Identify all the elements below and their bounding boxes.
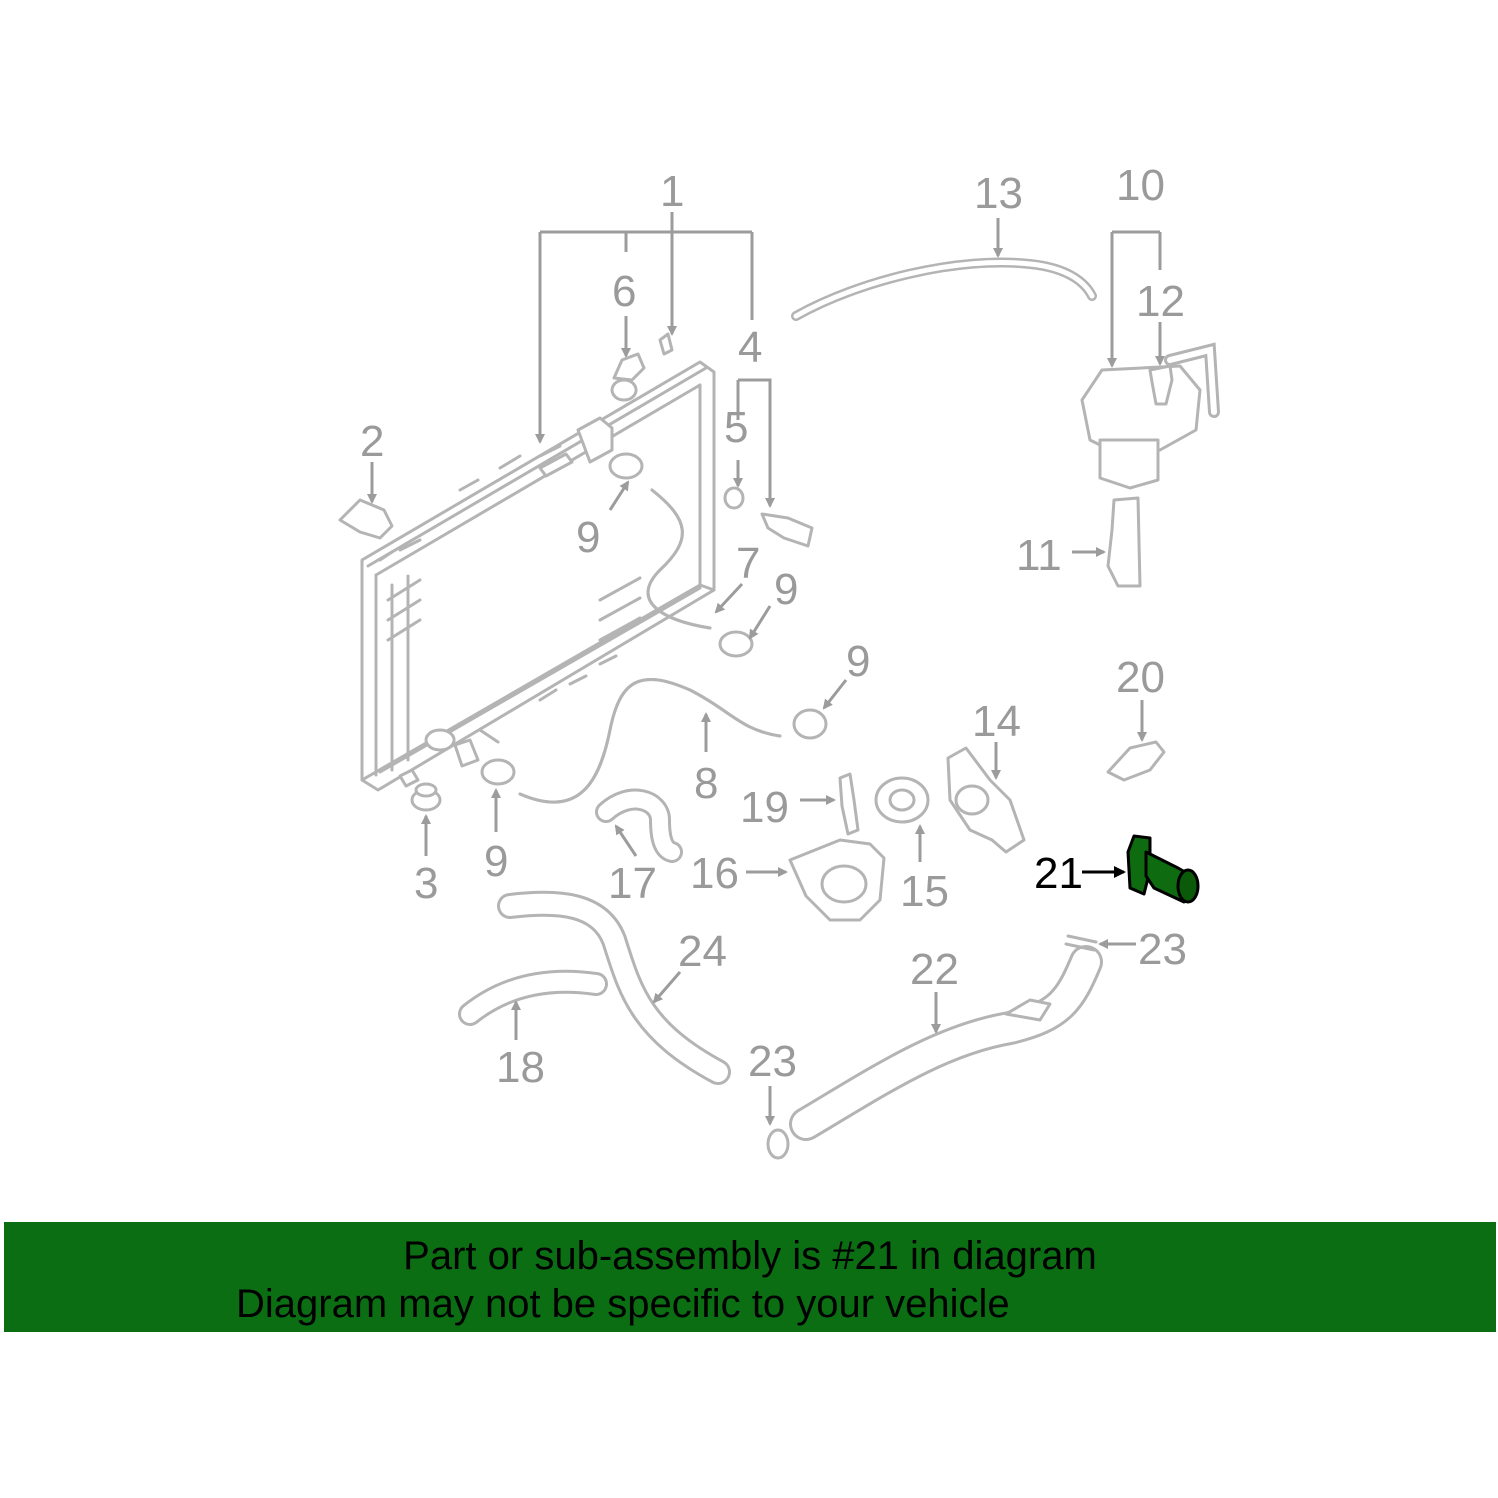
part-12-cap bbox=[1148, 364, 1174, 406]
callout-22: 22 bbox=[910, 945, 959, 994]
callout-12: 12 bbox=[1136, 277, 1185, 326]
callout-7: 7 bbox=[736, 539, 760, 588]
callout-6: 6 bbox=[612, 267, 636, 316]
callout-8: 8 bbox=[694, 759, 718, 808]
part-3-grommet bbox=[410, 782, 442, 812]
part-11-bracket bbox=[1106, 496, 1142, 588]
part-10-reservoir bbox=[1080, 342, 1220, 490]
part-6-cap bbox=[612, 352, 646, 382]
callout-21: 21 bbox=[1034, 849, 1083, 898]
callout-9b: 9 bbox=[774, 565, 798, 614]
part-14-housing bbox=[946, 746, 1026, 854]
banner-disclaimer-line: Diagram may not be specific to your vehi… bbox=[236, 1282, 1010, 1326]
part-15-thermostat bbox=[874, 776, 930, 824]
part-19-sensor bbox=[838, 772, 860, 836]
callout-23-lower: 23 bbox=[748, 1037, 797, 1086]
callout-15: 15 bbox=[900, 867, 949, 916]
radiator-part bbox=[360, 360, 716, 792]
callout-14: 14 bbox=[972, 697, 1021, 746]
part-23-gasket-upper bbox=[1064, 934, 1098, 952]
part-2-bracket bbox=[338, 498, 394, 540]
part-1-plug bbox=[658, 332, 674, 356]
callout-17: 17 bbox=[608, 859, 657, 908]
callout-10: 10 bbox=[1116, 161, 1165, 210]
part-21-highlighted bbox=[1126, 834, 1200, 904]
part-5-oring bbox=[723, 486, 745, 510]
callout-11: 11 bbox=[1016, 531, 1062, 580]
info-banner: Part or sub-assembly is #21 in diagram D… bbox=[4, 1222, 1496, 1332]
callout-9c: 9 bbox=[846, 637, 870, 686]
callout-9a: 9 bbox=[576, 513, 600, 562]
callout-18: 18 bbox=[496, 1043, 545, 1092]
callout-23-upper: 23 bbox=[1138, 925, 1187, 974]
part-23-gasket-lower bbox=[766, 1128, 790, 1160]
part-13-overflow-hose bbox=[791, 257, 1097, 321]
callout-16: 16 bbox=[690, 849, 739, 898]
callout-19: 19 bbox=[740, 783, 789, 832]
parts-diagram: 1 6 4 5 2 9 7 9 9 8 3 9 17 19 16 15 14 2… bbox=[338, 161, 1220, 1160]
callout-1: 1 bbox=[660, 167, 684, 216]
callout-20: 20 bbox=[1116, 653, 1165, 702]
callout-2: 2 bbox=[360, 417, 384, 466]
part-4-sensor bbox=[760, 512, 814, 548]
callout-5: 5 bbox=[724, 403, 748, 452]
callout-3: 3 bbox=[414, 859, 438, 908]
leader-lines bbox=[367, 212, 1165, 1126]
banner-part-line: Part or sub-assembly is #21 in diagram bbox=[403, 1234, 1097, 1278]
callout-4: 4 bbox=[738, 323, 762, 372]
part-9-clamps bbox=[480, 452, 828, 786]
part-16-housing bbox=[788, 838, 886, 922]
callout-24: 24 bbox=[678, 927, 727, 976]
callout-13: 13 bbox=[974, 169, 1023, 218]
callout-9d: 9 bbox=[484, 837, 508, 886]
part-20-bracket bbox=[1106, 740, 1166, 782]
